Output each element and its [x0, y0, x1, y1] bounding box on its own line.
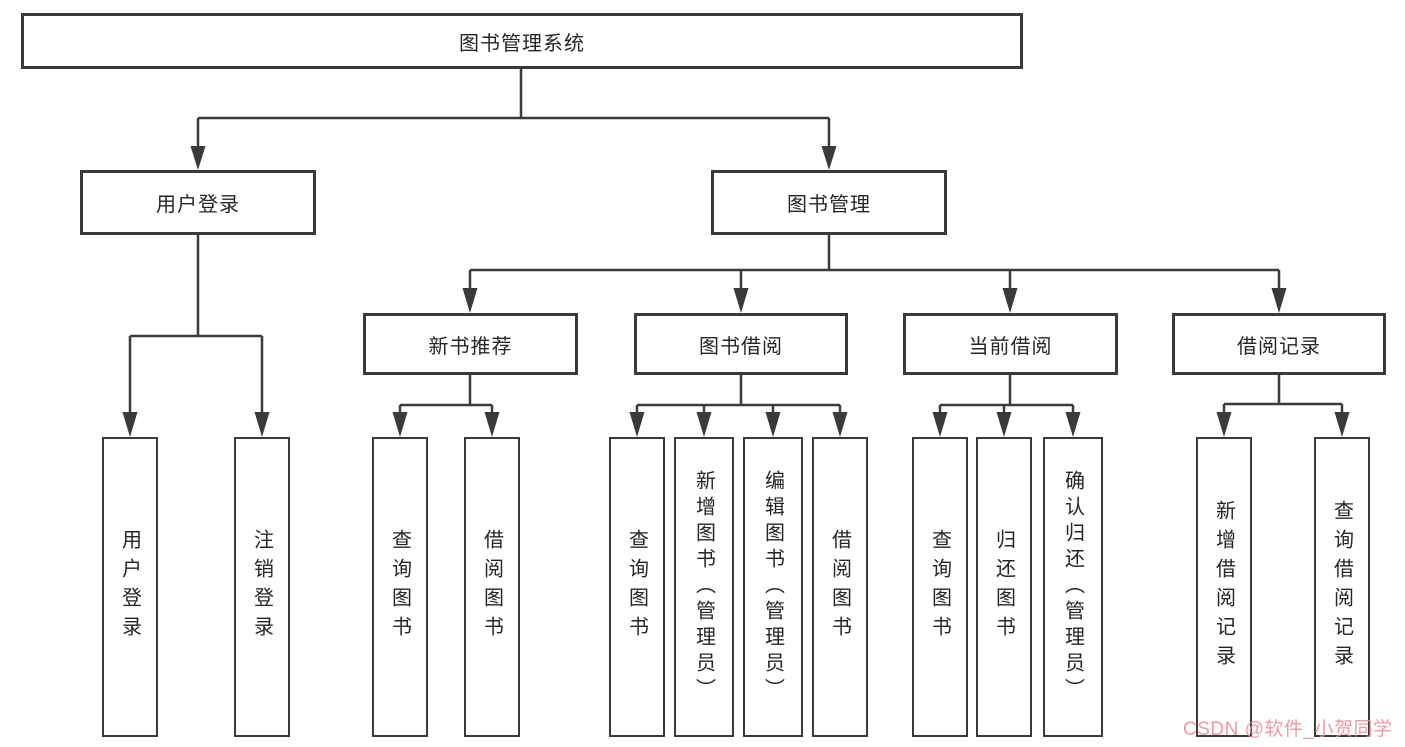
leaf-edit-books-admin: 编辑图书（管理员） [743, 437, 803, 737]
leaf-user-login: 用户登录 [102, 437, 158, 737]
node-label: 借阅记录 [1237, 335, 1321, 358]
node-label: 查询图书 [625, 529, 648, 645]
node-label: 新书推荐 [428, 335, 513, 358]
node-label: 借阅图书 [480, 529, 503, 645]
node-label: 查询图书 [928, 529, 951, 645]
node-label: 确认归还（管理员） [1061, 470, 1084, 704]
node-label: 查询图书 [388, 529, 411, 645]
node-label: 注销登录 [250, 529, 273, 645]
node-label: 用户登录 [118, 529, 141, 645]
node-library-management-system: 图书管理系统 [21, 13, 1023, 69]
leaf-add-borrow-record: 新增借阅记录 [1196, 437, 1252, 737]
leaf-borrow-books-recommend: 借阅图书 [464, 437, 520, 737]
leaf-query-books-borrowing: 查询图书 [609, 437, 665, 737]
leaf-query-books-current: 查询图书 [912, 437, 968, 737]
leaf-return-books: 归还图书 [976, 437, 1032, 737]
leaf-confirm-return-admin: 确认归还（管理员） [1043, 437, 1103, 737]
leaf-logout: 注销登录 [234, 437, 290, 737]
node-label: 查询借阅记录 [1330, 500, 1353, 674]
leaf-borrow-books: 借阅图书 [812, 437, 868, 737]
node-label: 用户登录 [156, 194, 240, 216]
node-borrow-records: 借阅记录 [1172, 313, 1386, 375]
leaf-query-books-recommend: 查询图书 [372, 437, 428, 737]
node-new-book-recommend: 新书推荐 [363, 313, 578, 375]
node-label: 图书管理 [787, 194, 871, 216]
leaf-add-books-admin: 新增图书（管理员） [674, 437, 734, 737]
leaf-query-borrow-record: 查询借阅记录 [1314, 437, 1370, 737]
node-book-management: 图书管理 [711, 170, 947, 235]
node-label: 归还图书 [992, 529, 1015, 645]
node-label: 新增借阅记录 [1212, 500, 1235, 674]
node-book-borrowing: 图书借阅 [634, 313, 848, 375]
node-current-borrowing: 当前借阅 [903, 313, 1118, 375]
node-label: 图书管理系统 [459, 32, 585, 55]
node-label: 编辑图书（管理员） [761, 470, 784, 704]
csdn-watermark: CSDN @软件_小贺同学 [1183, 719, 1393, 740]
node-label: 当前借阅 [968, 335, 1053, 358]
node-label: 新增图书（管理员） [692, 470, 715, 704]
node-label: 图书借阅 [699, 335, 783, 358]
node-user-login: 用户登录 [80, 170, 316, 235]
node-label: 借阅图书 [828, 529, 851, 645]
